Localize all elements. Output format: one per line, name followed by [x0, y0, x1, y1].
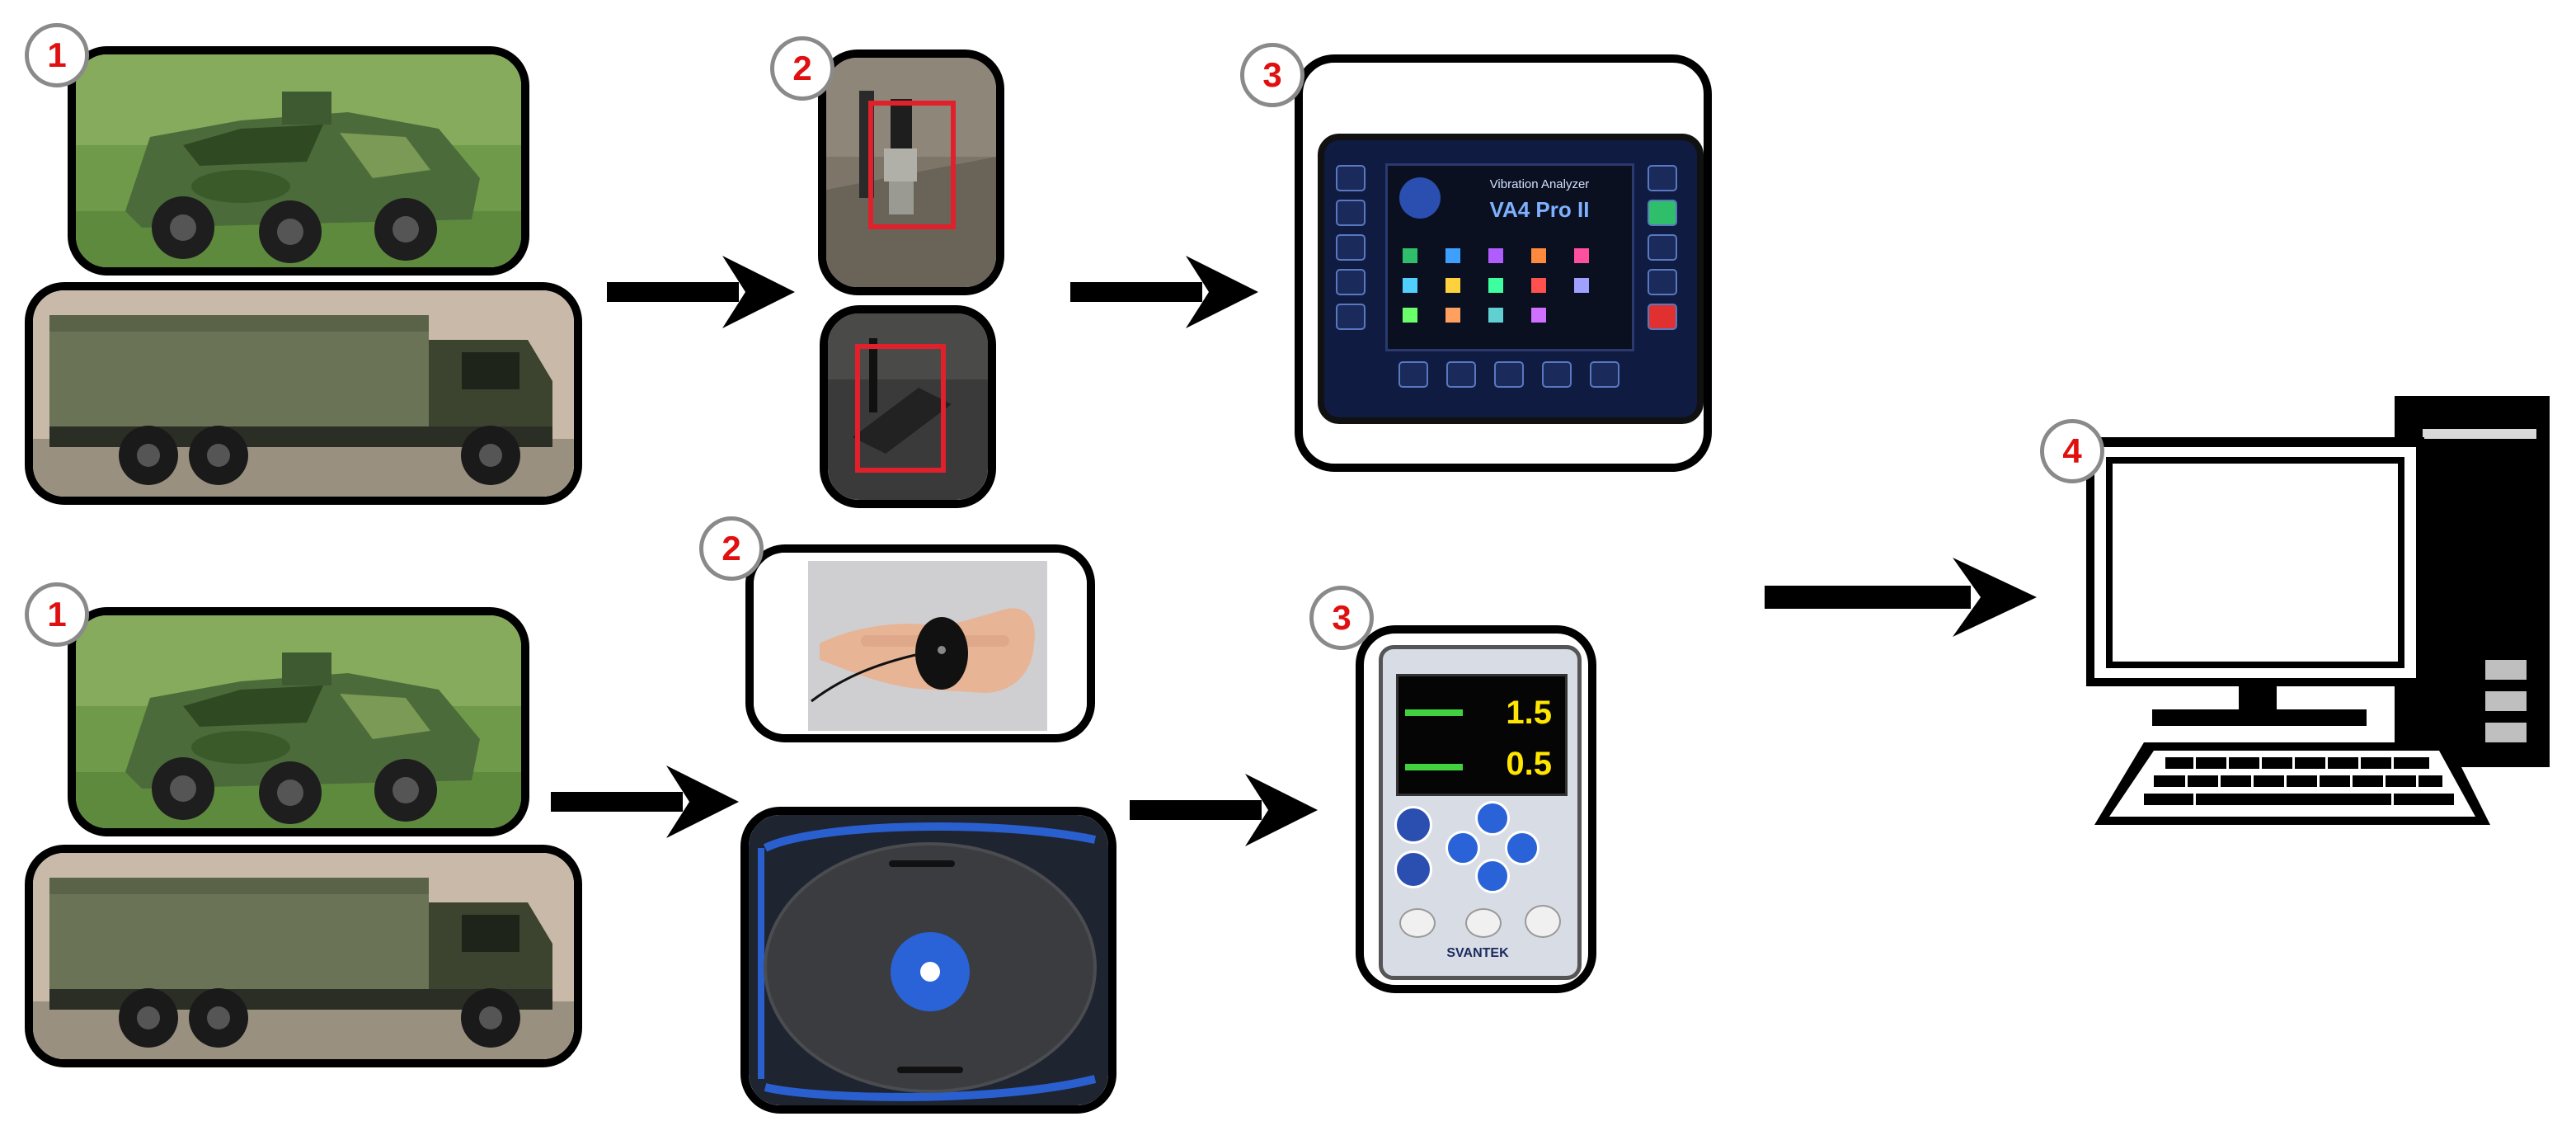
meter-dpad-up [1475, 801, 1510, 836]
analyzer-logo-icon [1399, 177, 1441, 219]
accelerometer-photo-bottom [820, 305, 996, 508]
sound-level-meter-frame: 1.5 0.5 SVANTEK [1356, 625, 1596, 993]
military-truck-icon [33, 853, 574, 1059]
analyzer-right-keys [1648, 165, 1681, 346]
meter-button-bottom-3 [1525, 905, 1561, 938]
analyzer-title: Vibration Analyzer [1489, 177, 1590, 191]
seat-pad-photo [740, 807, 1116, 1114]
meter-screen: 1.5 0.5 [1396, 674, 1568, 796]
analyzer-left-keys [1336, 165, 1369, 346]
accelerometer-photo-top [818, 49, 1004, 295]
arrow-right-icon [551, 765, 739, 838]
meter-dpad-right [1505, 831, 1539, 865]
step-badge-3-bottom: 3 [1309, 586, 1374, 650]
hand-sensor-icon [754, 553, 1087, 734]
meter-reading-top: 1.5 [1506, 695, 1552, 731]
sound-level-meter-device: 1.5 0.5 SVANTEK [1379, 645, 1582, 980]
step-badge-1-bottom: 1 [25, 582, 89, 647]
meter-dpad-down [1475, 859, 1510, 893]
meter-brand: SVANTEK [1446, 946, 1509, 960]
accelerometer-icon [828, 313, 988, 500]
meter-button-bottom-2 [1465, 908, 1502, 938]
step-badge-2-bottom: 2 [699, 516, 764, 581]
meter-dpad-left [1445, 831, 1480, 865]
vibration-analyzer-frame: Vibration Analyzer VA4 Pro II [1295, 54, 1712, 472]
seat-pad-icon [749, 815, 1108, 1105]
arrow-right-icon [1070, 256, 1258, 328]
vehicle-truck-bottom [25, 845, 582, 1067]
desktop-computer-icon [2086, 396, 2550, 825]
vehicle-truck-top [25, 282, 582, 505]
analyzer-model: VA4 Pro II [1489, 197, 1590, 222]
analyzer-bottom-keys [1398, 361, 1638, 394]
vehicle-apc-bottom [68, 607, 529, 836]
vibration-analyzer-device: Vibration Analyzer VA4 Pro II [1318, 134, 1704, 424]
armored-vehicle-icon [76, 54, 521, 267]
armored-vehicle-icon [76, 615, 521, 828]
step-badge-1-top: 1 [25, 23, 89, 87]
analyzer-app-grid [1403, 248, 1617, 331]
step-badge-3-top: 3 [1240, 43, 1304, 107]
arrow-right-icon [1765, 558, 2037, 637]
meter-reading-bottom: 0.5 [1506, 746, 1552, 782]
arrow-right-icon [607, 256, 795, 328]
hand-sensor-photo [745, 544, 1095, 742]
meter-button-left-1 [1394, 806, 1432, 844]
meter-button-bottom-1 [1399, 908, 1436, 938]
step-badge-2-top: 2 [770, 36, 834, 101]
arrow-right-icon [1130, 774, 1318, 846]
meter-button-left-2 [1394, 850, 1432, 888]
military-truck-icon [33, 290, 574, 497]
vehicle-apc-top [68, 46, 529, 276]
step-badge-4: 4 [2040, 419, 2104, 483]
accelerometer-icon [826, 58, 996, 287]
analyzer-screen: Vibration Analyzer VA4 Pro II [1385, 163, 1634, 351]
